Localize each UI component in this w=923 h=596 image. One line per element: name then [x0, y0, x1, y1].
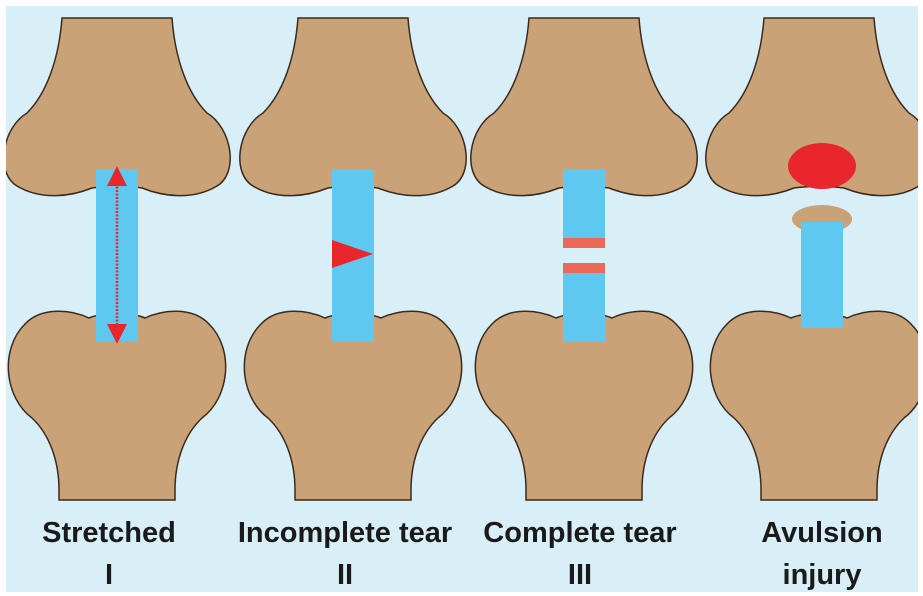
caption-grade-1: I — [105, 559, 113, 591]
caption-grade-2: II — [337, 559, 353, 591]
caption-incomplete-tear: Incomplete tear — [238, 517, 452, 549]
ligament-injury-diagram: Stretched I Incomplete tear II Complete … — [6, 6, 918, 592]
tear-band-upper — [563, 238, 605, 248]
caption-complete-tear: Complete tear — [483, 517, 676, 549]
tear-band-lower — [563, 263, 605, 273]
caption-injury: injury — [783, 559, 862, 591]
ligament-top — [801, 222, 843, 234]
tear-gap — [563, 248, 605, 263]
caption-grade-3: III — [568, 559, 592, 591]
avulsion-defect-icon — [788, 143, 856, 189]
caption-stretched: Stretched — [42, 517, 176, 549]
caption-avulsion: Avulsion — [761, 517, 882, 549]
